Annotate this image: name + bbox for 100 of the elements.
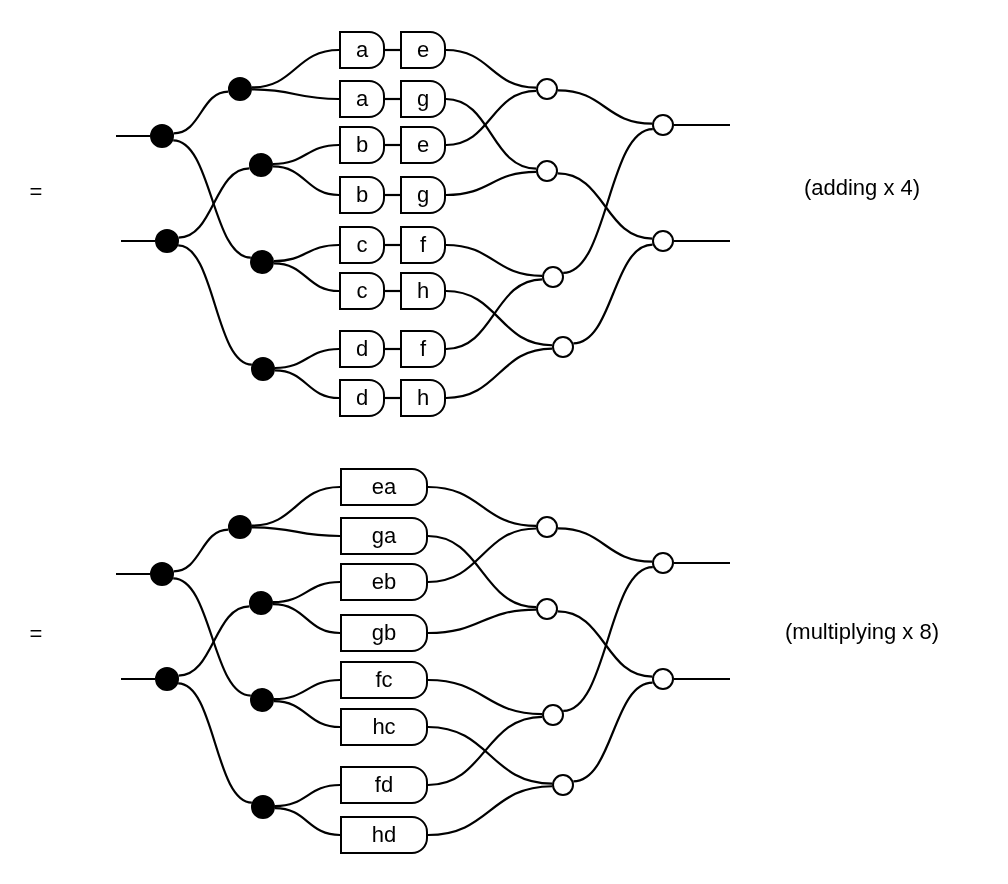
hollow-junction	[536, 160, 558, 182]
filled-junction	[250, 688, 274, 712]
wire	[562, 566, 654, 712]
wire	[427, 485, 537, 527]
wire	[445, 48, 537, 89]
wire	[557, 527, 653, 563]
hollow-junction	[652, 114, 674, 136]
wire	[273, 262, 340, 293]
equals-sign: =	[29, 179, 43, 205]
wire	[385, 48, 400, 52]
wire	[427, 527, 537, 584]
hollow-junction	[552, 336, 574, 358]
wire	[557, 89, 653, 125]
wire	[116, 572, 150, 576]
wire	[272, 580, 341, 604]
wire	[273, 678, 341, 701]
filled-junction	[155, 229, 179, 253]
equals-sign: =	[29, 621, 43, 647]
wire	[445, 278, 543, 351]
filled-junction	[249, 591, 273, 615]
wire	[178, 167, 250, 239]
wire	[557, 172, 653, 240]
wire	[272, 165, 340, 197]
wire	[172, 577, 252, 697]
logic-gate: fd	[340, 766, 428, 804]
logic-gate: ga	[340, 517, 428, 555]
wire	[385, 97, 400, 101]
wire	[445, 89, 537, 147]
wire	[251, 48, 340, 89]
logic-gate: eb	[340, 563, 428, 601]
hollow-junction	[536, 78, 558, 100]
wire	[573, 681, 653, 783]
hollow-junction	[652, 668, 674, 690]
logic-gate: c	[339, 226, 385, 264]
logic-gate: e	[400, 126, 446, 164]
filled-junction	[228, 77, 252, 101]
wire	[385, 347, 400, 351]
wire	[274, 347, 340, 370]
filled-junction	[150, 562, 174, 586]
hollow-junction	[536, 598, 558, 620]
wire	[173, 528, 229, 573]
wire	[427, 678, 543, 716]
wire	[116, 134, 150, 138]
logic-gate: b	[339, 126, 385, 164]
logic-gate: gb	[340, 614, 428, 652]
wire	[445, 170, 537, 197]
wire	[445, 97, 537, 170]
logic-gate: f	[400, 330, 446, 368]
logic-gate: fc	[340, 661, 428, 699]
wire	[385, 143, 400, 147]
hollow-junction	[552, 774, 574, 796]
wire	[121, 677, 155, 681]
logic-gate: f	[400, 226, 446, 264]
wire	[251, 485, 341, 527]
wire	[557, 610, 653, 678]
filled-junction	[251, 795, 275, 819]
wire	[427, 608, 537, 635]
wire	[427, 725, 553, 785]
wire	[177, 244, 253, 366]
wire	[427, 715, 543, 787]
logic-gate: h	[400, 272, 446, 310]
filled-junction	[228, 515, 252, 539]
wire	[427, 785, 553, 837]
wire	[178, 605, 250, 677]
wire	[274, 369, 340, 400]
logic-gate: g	[400, 176, 446, 214]
wire	[272, 603, 341, 635]
wire	[562, 128, 654, 274]
wire	[674, 677, 730, 681]
logic-gate: hc	[340, 708, 428, 746]
annotation-text: (adding x 4)	[803, 175, 921, 201]
logic-gate: hd	[340, 816, 428, 854]
wire	[272, 143, 340, 166]
logic-gate: ea	[340, 468, 428, 506]
hollow-junction	[542, 266, 564, 288]
wire	[427, 534, 537, 609]
wire	[274, 807, 341, 837]
wire	[385, 396, 400, 400]
logic-gate: e	[400, 31, 446, 69]
hollow-junction	[536, 516, 558, 538]
wire	[674, 239, 730, 243]
logic-gate: a	[339, 31, 385, 69]
wire	[445, 289, 553, 347]
wire	[173, 90, 229, 135]
filled-junction	[251, 357, 275, 381]
hollow-junction	[542, 704, 564, 726]
wire	[273, 243, 340, 263]
wire	[252, 526, 340, 538]
wire	[445, 347, 553, 400]
filled-junction	[155, 667, 179, 691]
hollow-junction	[652, 552, 674, 574]
wire	[177, 682, 253, 804]
filled-junction	[249, 153, 273, 177]
logic-gate: h	[400, 379, 446, 417]
hollow-junction	[652, 230, 674, 252]
wire	[674, 123, 730, 127]
logic-gate: d	[339, 330, 385, 368]
filled-junction	[150, 124, 174, 148]
logic-gate: a	[339, 80, 385, 118]
wire	[385, 193, 400, 197]
